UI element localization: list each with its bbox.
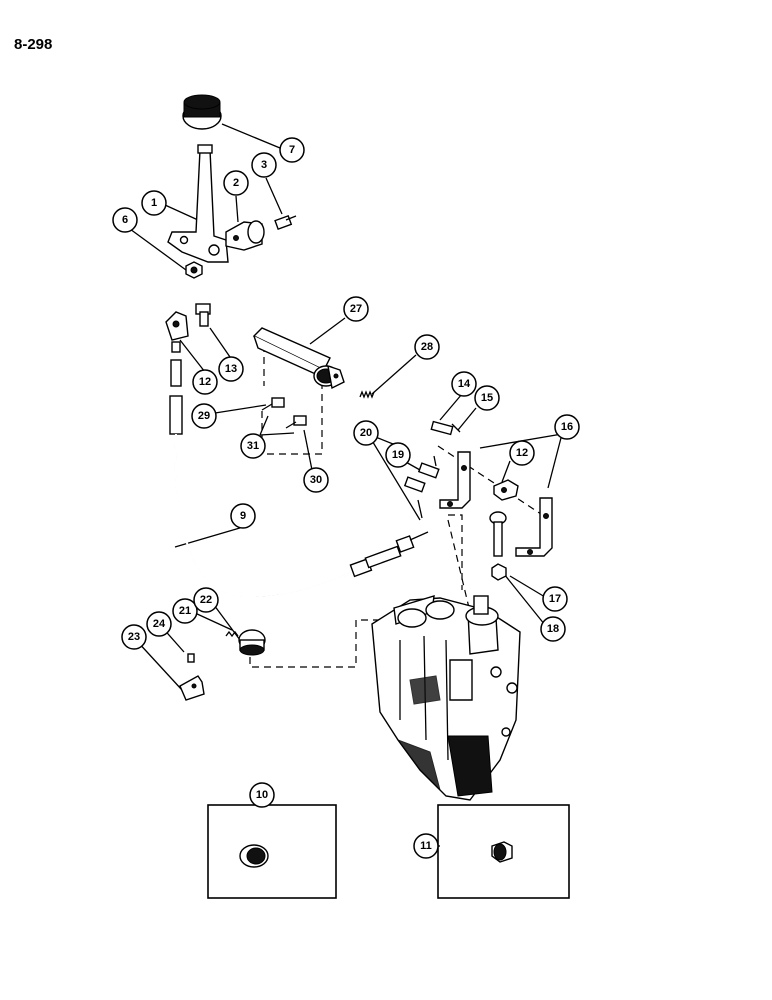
- control-valve-part: [371, 595, 521, 801]
- callout-19: 19: [385, 442, 411, 468]
- detent-spring-part: [225, 629, 266, 656]
- callout-14: 14: [451, 371, 477, 397]
- inset-box-10: [207, 796, 337, 899]
- callout-9: 9: [230, 503, 256, 529]
- svg-text:18: 18: [547, 623, 559, 635]
- svg-text:20: 20: [360, 427, 372, 439]
- svg-text:16: 16: [561, 421, 573, 433]
- page-number: 8-298: [14, 36, 53, 53]
- pins-19-20-parts: [403, 455, 440, 519]
- svg-text:31: 31: [247, 440, 259, 452]
- svg-text:23: 23: [128, 631, 140, 643]
- callout-28: 28: [414, 334, 440, 360]
- svg-text:2: 2: [233, 177, 239, 189]
- svg-text:14: 14: [458, 378, 471, 390]
- control-cable-part: [169, 341, 429, 600]
- svg-text:28: 28: [421, 341, 433, 353]
- callout-1: 1: [141, 190, 167, 216]
- callout-16: 16: [554, 414, 580, 440]
- pin-parts: [261, 397, 307, 429]
- bracket-parts: [439, 451, 553, 557]
- svg-text:9: 9: [240, 510, 246, 522]
- eyebolt-part: [489, 511, 507, 581]
- svg-text:7: 7: [289, 144, 295, 156]
- callout-2: 2: [223, 170, 249, 196]
- callout-30: 30: [303, 467, 329, 493]
- control-lever-part: [167, 144, 229, 263]
- svg-text:13: 13: [225, 363, 237, 375]
- svg-text:15: 15: [481, 392, 493, 404]
- svg-text:17: 17: [549, 593, 561, 605]
- clevis-upper-part: [165, 311, 189, 341]
- svg-text:24: 24: [153, 618, 166, 630]
- callout-20: 20: [353, 420, 379, 446]
- nut-part: [185, 261, 203, 279]
- callout-6: 6: [112, 207, 138, 233]
- svg-text:12: 12: [516, 447, 528, 459]
- callout-18: 18: [540, 616, 566, 642]
- pivot-bracket-part: [225, 220, 265, 251]
- knob-part: [182, 94, 222, 130]
- bolt-part: [274, 214, 297, 230]
- svg-text:12: 12: [199, 376, 211, 388]
- svg-text:3: 3: [261, 159, 267, 171]
- control-rod-part: [252, 327, 345, 390]
- callouts: 7 1 2 3 6 27 28 12 13 29 31 30 14 15 20 …: [112, 137, 580, 859]
- bolt-and-pin-parts: [430, 420, 461, 436]
- svg-text:6: 6: [122, 214, 128, 226]
- callout-3: 3: [251, 152, 277, 178]
- svg-text:29: 29: [198, 410, 210, 422]
- callout-15: 15: [474, 385, 500, 411]
- svg-text:1: 1: [151, 197, 157, 209]
- callout-12-lower: 12: [509, 440, 535, 466]
- callout-11: 11: [413, 833, 439, 859]
- callout-23: 23: [121, 624, 147, 650]
- svg-text:21: 21: [179, 605, 191, 617]
- inset-box-11: [437, 804, 570, 899]
- callout-31: 31: [240, 433, 266, 459]
- callout-17: 17: [542, 586, 568, 612]
- svg-text:30: 30: [310, 474, 322, 486]
- svg-text:22: 22: [200, 594, 212, 606]
- callout-12-upper: 12: [192, 369, 218, 395]
- small-bracket-part: [179, 653, 205, 701]
- spring-part: [359, 390, 375, 399]
- callout-27: 27: [343, 296, 369, 322]
- callout-22: 22: [193, 587, 219, 613]
- clevis-lower-part: [493, 479, 519, 501]
- callout-13: 13: [218, 356, 244, 382]
- callout-7: 7: [279, 137, 305, 163]
- svg-text:27: 27: [350, 303, 362, 315]
- callout-29: 29: [191, 403, 217, 429]
- svg-text:11: 11: [420, 840, 432, 852]
- svg-text:10: 10: [256, 789, 268, 801]
- swivel-part: [195, 303, 211, 327]
- svg-text:19: 19: [392, 449, 404, 461]
- callout-24: 24: [146, 611, 172, 637]
- callout-21: 21: [172, 598, 198, 624]
- callout-10: 10: [249, 782, 275, 808]
